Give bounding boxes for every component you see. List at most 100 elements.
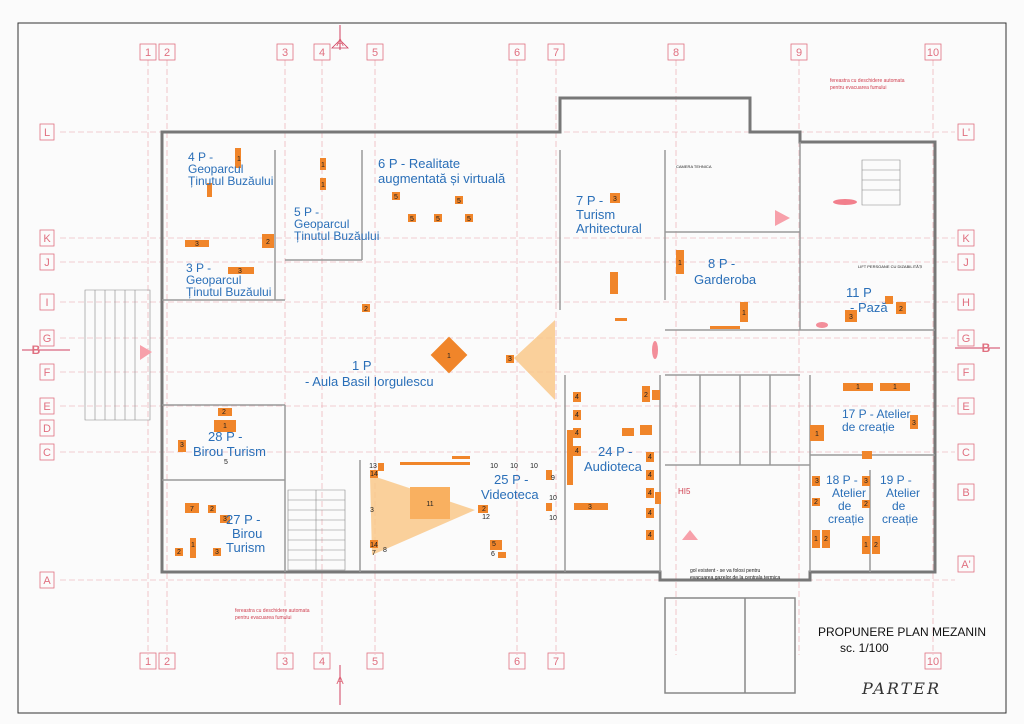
grid-col-1-top: 1	[145, 47, 151, 59]
furniture	[175, 148, 918, 558]
room-27-label: 27 P - Birou Turism	[226, 512, 266, 555]
furn-num-26: 3	[588, 504, 592, 511]
grid-row-e: E	[43, 401, 50, 413]
room-28-label: 28 P - Birou Turism	[193, 429, 266, 459]
furn-num-12: 1	[856, 384, 860, 391]
room-19-line3: de	[892, 499, 906, 513]
room-1-label: 1 P - Aula Basil Iorgulescu	[305, 358, 434, 389]
room-18-line4: creație	[828, 512, 864, 526]
furn-num-31: 14	[370, 471, 378, 478]
plan-scale: sc. 1/100	[840, 641, 889, 655]
room-24-line1: 24 P -	[598, 444, 632, 459]
furn-num-49: 2	[210, 506, 214, 513]
furn-num-37: 10	[510, 463, 518, 470]
red-arrow-2	[140, 345, 152, 360]
grid-row-e-right: E	[962, 401, 969, 413]
grid-labels-bottom: 1 2 3 4 5 6 7 10	[139, 652, 942, 670]
note-camera: CAMERA TEHNICA	[676, 164, 712, 169]
title-block: PROPUNERE PLAN MEZANIN sc. 1/100 PARTER	[818, 625, 986, 698]
room-6-label: 6 P - Realitate augmentată și virtuală	[378, 156, 506, 186]
grid-row-l: L	[44, 127, 50, 139]
furn-num-34: 7	[372, 550, 376, 557]
room-7-line2: Turism	[576, 207, 615, 222]
furn-num-45: 1	[223, 423, 227, 430]
furn-num-46: 3	[180, 442, 184, 449]
furn-num-32: 3	[370, 507, 374, 514]
grid-col-10-bottom: 10	[927, 656, 939, 668]
furn-num-40: 10	[549, 495, 557, 502]
room-11-label: 11 P - Pază	[846, 285, 888, 315]
room-18-label: 18 P - Atelier de creație	[826, 473, 869, 526]
furn-num-27: 11	[426, 501, 433, 508]
stairs-center	[287, 489, 346, 571]
grid-row-a: A	[43, 575, 51, 587]
room-28-line2: Birou Turism	[193, 444, 266, 459]
furn-num-58: 3	[864, 478, 868, 485]
room-27-line3: Turism	[226, 540, 265, 555]
room-6-line1: 6 P - Realitate	[378, 156, 460, 171]
grid-col-2-top: 2	[164, 47, 170, 59]
furn-num-21: 4	[648, 454, 652, 461]
room-17-label: 17 P - Atelier de creație	[842, 407, 914, 434]
room-11-line2: - Pază	[850, 300, 888, 315]
note-hi5: HI5	[678, 487, 691, 496]
room-17-line2: de creație	[842, 420, 895, 434]
section-b-right: B	[982, 341, 991, 355]
grid-row-h-right: H	[962, 297, 970, 309]
furn-num-44: 2	[222, 409, 226, 416]
furn-num-54: 3	[815, 478, 819, 485]
furn-num-38: 10	[530, 463, 538, 470]
furn-num-5: 5	[436, 216, 440, 223]
furn-num-28: 2	[482, 506, 486, 513]
furn-num-39: 9	[551, 475, 555, 482]
grid-col-3-bottom: 3	[282, 656, 288, 668]
room-18-line1: 18 P -	[826, 473, 858, 487]
room-7-line3: Arhitectural	[576, 221, 642, 236]
furniture-numbers: 1 3 2 5 5 5 5 5 3 1 1 3 2 1 1 1 3 2 4 4 …	[177, 156, 916, 558]
red-arrow-1	[775, 210, 790, 226]
room-1-line2: - Aula Basil Iorgulescu	[305, 374, 434, 389]
furn-num-1: 2	[364, 306, 368, 313]
furn-num-10: 3	[849, 314, 853, 321]
projection-cone-aula	[514, 320, 555, 400]
room-19-line4: creație	[882, 512, 918, 526]
furn-num-50: 3	[223, 516, 227, 523]
room-7-label: 7 P - Turism Arhitectural	[576, 193, 642, 236]
furn-num-63: 2	[266, 239, 270, 246]
note-gol-2: evacuarea gazelor de la centrala termica	[690, 575, 781, 581]
furn-num-16: 2	[644, 392, 648, 399]
room-27-line1: 27 P -	[226, 512, 260, 527]
grid-row-k: K	[43, 233, 51, 245]
furn-num-17: 4	[575, 394, 579, 401]
room-19-line1: 19 P -	[880, 473, 912, 487]
note-lift: LIFT PERSOANE CU DIZABILITĂȚI	[858, 264, 922, 269]
grid-col-3-top: 3	[282, 47, 288, 59]
room-25-line2: Videoteca	[481, 487, 539, 502]
furn-num-2: 5	[394, 194, 398, 201]
furn-num-55: 2	[814, 499, 818, 506]
furn-num-61: 2	[874, 542, 878, 549]
annex-bottom	[664, 597, 796, 694]
furn-num-11: 2	[899, 306, 903, 313]
room-17-line1: 17 P - Atelier	[842, 407, 910, 421]
grid-row-j: J	[44, 257, 50, 269]
section-a-top: A	[336, 37, 344, 49]
furn-num-30: 13	[369, 463, 377, 470]
furn-num-13: 1	[893, 384, 897, 391]
note-bottom-left-2: pentru evacuarea fumului	[235, 615, 291, 621]
furn-num-59: 2	[864, 501, 868, 508]
furn-num-56: 1	[814, 536, 818, 543]
signature: PARTER	[861, 679, 941, 698]
grid-row-l-prime: L'	[962, 127, 970, 139]
grid-row-c: C	[43, 447, 51, 459]
stairs-left	[84, 289, 151, 421]
room-3-line3: Ținutul Buzăului	[186, 285, 271, 299]
grid-row-b-right: B	[962, 487, 969, 499]
furn-num-52: 1	[191, 542, 195, 549]
grid-col-1-bottom: 1	[145, 656, 151, 668]
grid-row-d: D	[43, 423, 51, 435]
furn-num-23: 4	[648, 490, 652, 497]
grid-row-j-right: J	[963, 257, 969, 269]
furn-num-7: 3	[613, 196, 617, 203]
furn-num-60: 1	[864, 542, 868, 549]
